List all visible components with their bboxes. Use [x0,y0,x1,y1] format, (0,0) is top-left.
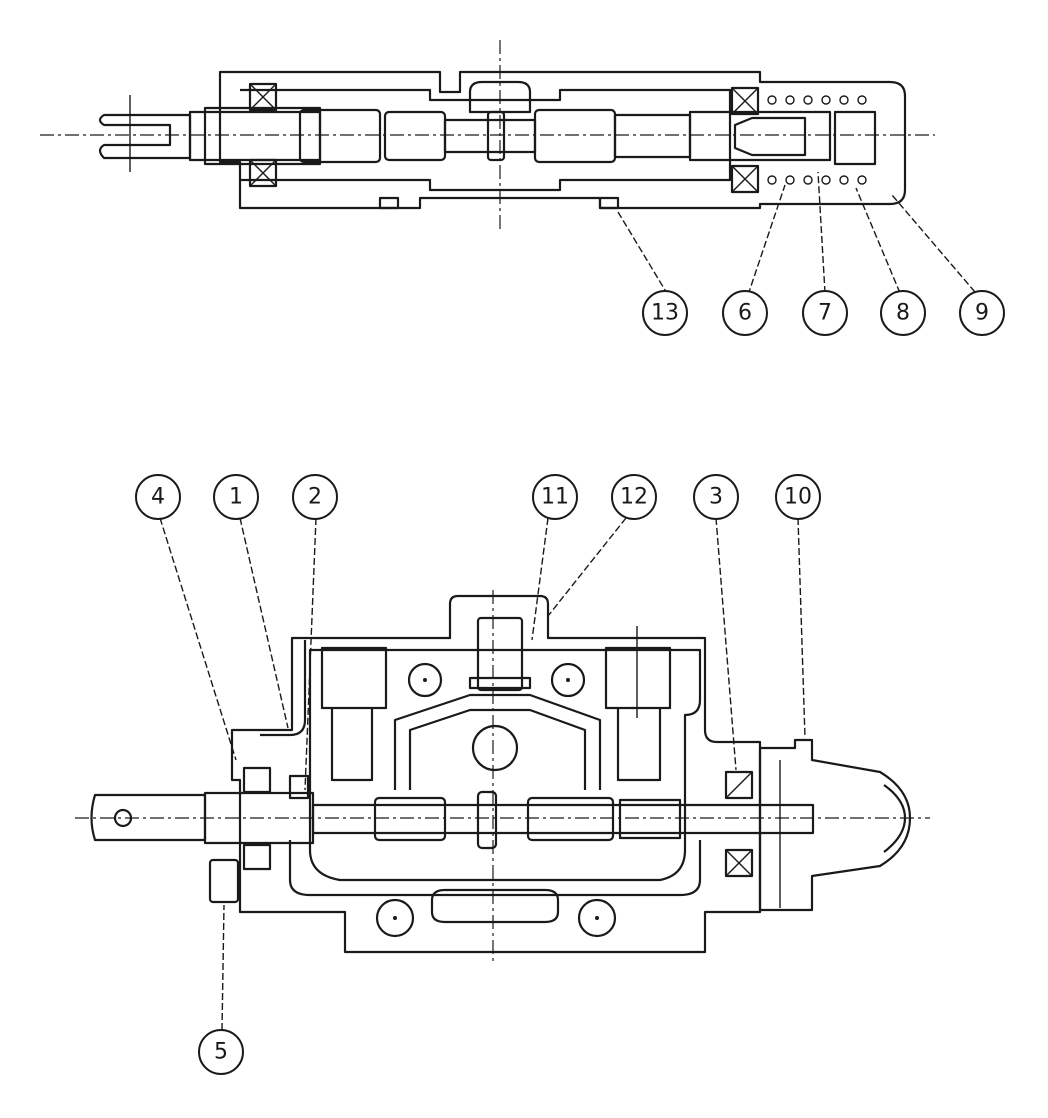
bottom-seal-left-upper [242,766,272,794]
bottom-seal-right-upper [724,770,754,800]
top-center-cavity [468,80,532,114]
top-section-view [40,40,935,232]
seal-box-top-left [248,82,278,112]
seal-box-bottom-right [730,164,760,194]
relief-valve-housing [393,693,602,790]
relief-valve-housing-inner [408,708,587,790]
bottom-spool-groove [476,790,498,850]
callout-7-label: 7 [818,301,832,326]
mounting-hole-upper-right [550,662,586,698]
spool-land-3 [533,108,617,164]
bottom-spool-land-1 [373,796,447,842]
mounting-hole-lower-right [577,898,617,938]
bottom-spool-core [311,803,815,835]
bottom-body-outline [230,594,762,954]
port-left [320,646,388,710]
leader-4 [159,517,237,761]
callout-8: 8 [880,290,926,336]
callout-3: 3 [693,474,739,520]
callout-12-label: 12 [620,485,648,510]
callout-4: 4 [135,474,181,520]
end-cap-housing [758,738,912,912]
spool-land-left [203,106,322,166]
bottom-boss-right [598,196,620,210]
detent-spring-upper [767,95,867,105]
bottom-boss-left [378,196,400,210]
port-left-channel [330,708,374,782]
leader-6 [747,184,786,296]
valve-body-outline [218,70,907,210]
callout-10: 10 [775,474,821,520]
callout-1-label: 1 [229,485,243,510]
bottom-spool-eye-hole [113,808,133,828]
relief-valve-poppet [476,616,524,692]
callout-5: 5 [198,1029,244,1075]
bottom-seal-right-lower [724,848,754,878]
spool-neck [443,118,537,154]
spool-clevis [98,113,192,160]
callout-2-label: 2 [308,485,322,510]
leader-3 [715,517,737,771]
leader-8 [855,187,901,294]
bottom-inner-cavity [308,648,702,882]
callout-9-label: 9 [975,301,989,326]
callout-13: 13 [642,290,688,336]
bottom-slot [430,888,560,924]
relief-valve-seat [468,676,532,690]
bottom-seal-left-lower [242,843,272,871]
callout-13-label: 13 [651,301,679,326]
leader-7 [817,171,826,294]
callout-7: 7 [802,290,848,336]
seal-box-bottom-left [248,158,278,188]
callout-6-label: 6 [738,301,752,326]
port-right-channel [616,708,662,782]
callout-3-label: 3 [709,485,723,510]
relief-valve-port [471,724,519,772]
bottom-spool-land-3 [618,798,682,840]
leader-10 [797,517,806,739]
leader-5 [221,904,225,1031]
callout-1: 1 [213,474,259,520]
bottom-oring-left [288,774,310,800]
leader-9 [891,194,976,293]
callout-2: 2 [292,474,338,520]
bottom-body-shoulder [260,640,307,737]
bottom-spool-land-2 [526,796,615,842]
valve-body-inner-wall [240,88,732,192]
callout-11: 11 [532,474,578,520]
detent-plug [733,116,807,157]
end-cap-dome [883,784,907,853]
callout-11-label: 11 [541,485,569,510]
mounting-hole-upper-left [407,662,443,698]
leader-2 [304,517,317,791]
callout-9: 9 [959,290,1005,336]
end-cap-plug [833,110,877,166]
seal-box-top-right [730,86,760,116]
bottom-spool-eye-end [90,793,207,842]
callout-10-label: 10 [784,485,812,510]
spool-land-2 [383,110,447,162]
port-right [604,646,672,710]
callout-4-label: 4 [151,485,165,510]
leader-13 [617,211,669,296]
bottom-lower-passage [288,840,702,897]
detent-spring-lower [767,175,867,185]
callout-12: 12 [611,474,657,520]
bottom-front-view [75,590,930,965]
leader-11 [531,517,549,641]
spool-land-1 [298,108,382,164]
callout-6: 6 [722,290,768,336]
leader-12 [547,517,627,617]
retaining-bolt [208,858,240,904]
leader-1 [239,517,289,729]
callout-8-label: 8 [896,301,910,326]
detent-sleeve [688,110,832,162]
callout-5-label: 5 [214,1040,228,1065]
mounting-hole-lower-left [375,898,415,938]
spool-shaft-right [613,113,692,159]
